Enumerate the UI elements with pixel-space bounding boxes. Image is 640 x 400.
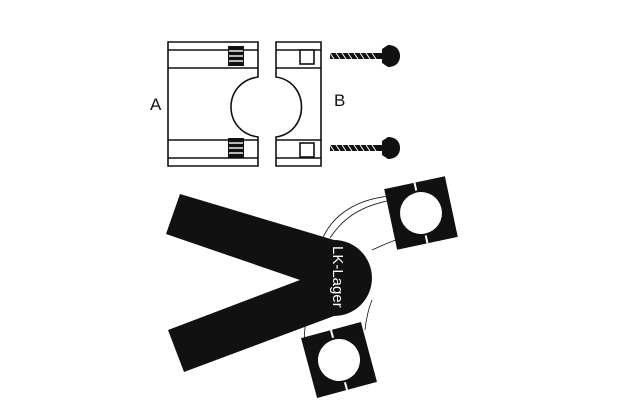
bearing-half-a-icon <box>167 41 259 167</box>
brand-label: LK-Lager <box>329 246 346 308</box>
part-a-label: A <box>150 95 162 114</box>
bearing-block-icon <box>166 194 372 372</box>
part-b-label: B <box>334 91 345 110</box>
clamp-icon <box>301 322 377 398</box>
screw-icon <box>329 137 400 159</box>
bearing-half-b-icon <box>275 41 322 167</box>
screw-icon <box>329 45 400 67</box>
connector-lines <box>304 195 403 347</box>
clamp-icon <box>384 176 458 250</box>
